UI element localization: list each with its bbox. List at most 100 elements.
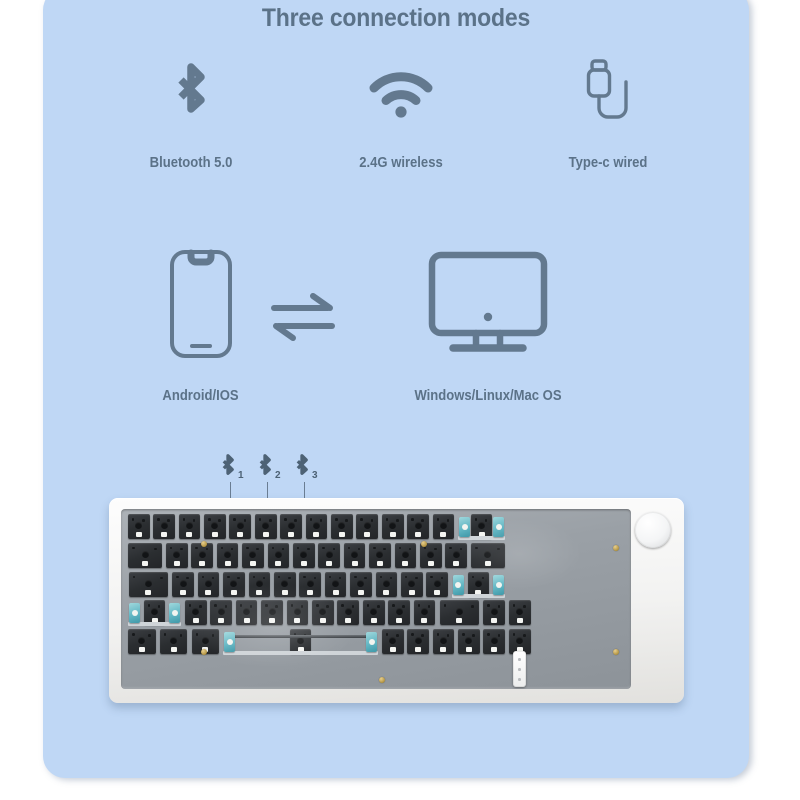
switch-socket <box>483 600 506 626</box>
switch-socket <box>375 571 398 597</box>
switch-socket <box>210 600 233 626</box>
switch-socket <box>419 542 442 568</box>
wifi-icon <box>301 50 501 138</box>
switch-socket <box>248 571 271 597</box>
bluetooth-channel-3: 3 <box>293 448 337 482</box>
switch-socket <box>273 571 296 597</box>
stabilizer-base <box>223 651 378 656</box>
switch-socket <box>394 542 417 568</box>
stabilizer <box>452 574 464 595</box>
switch-socket <box>445 542 468 568</box>
stabilizer <box>493 517 504 537</box>
switch-socket <box>128 571 168 597</box>
switch-socket <box>350 571 372 597</box>
switch-socket <box>184 600 207 626</box>
bluetooth-channel-2: 2 <box>256 448 300 482</box>
bluetooth-channel-1: 1 <box>219 448 263 482</box>
bluetooth-icon <box>259 454 271 475</box>
connection-mode-bluetooth: Bluetooth 5.0 <box>91 50 291 200</box>
switch-socket <box>318 542 341 568</box>
switch-socket <box>432 629 455 655</box>
switch-socket <box>483 629 506 655</box>
switch-socket <box>159 629 188 655</box>
stabilizer <box>493 574 504 595</box>
device-mobile: Android/IOS <box>93 236 308 426</box>
supported-devices-row: Android/IOS Windows/Linux/Mac OS <box>43 236 749 426</box>
switch-socket <box>305 514 328 539</box>
switch-socket <box>388 600 410 626</box>
switch-socket <box>254 514 277 539</box>
exchange-arrows-icon <box>268 288 338 348</box>
stabilizer-wire <box>231 635 370 639</box>
rotary-knob[interactable] <box>635 512 671 548</box>
keyboard-switch-plate <box>121 509 631 689</box>
switch-socket <box>216 542 239 568</box>
channel-number: 3 <box>312 470 318 481</box>
switch-socket <box>229 514 252 539</box>
page-title: Three connection modes <box>261 4 531 32</box>
product-card: Three connection modes Bluetooth 5.0 <box>43 0 749 778</box>
switch-socket <box>128 542 162 568</box>
connection-mode-wifi: 2.4G wireless <box>301 50 501 200</box>
stabilizer-base <box>451 593 505 598</box>
channel-number: 2 <box>275 470 281 481</box>
switch-socket <box>439 600 479 626</box>
switch-socket <box>470 514 493 539</box>
connection-mode-label: 2.4G wireless <box>359 155 443 171</box>
switch-socket <box>337 600 360 626</box>
switch-socket <box>407 629 429 655</box>
switch-socket <box>426 571 449 597</box>
switch-socket <box>165 542 188 568</box>
plate-screw <box>201 541 207 547</box>
switch-socket <box>178 514 201 539</box>
bluetooth-icon <box>91 50 291 138</box>
stabilizer-base <box>128 622 182 627</box>
plate-screw <box>379 677 385 683</box>
switch-socket <box>197 571 220 597</box>
connection-mode-typec: Type-c wired <box>508 50 708 200</box>
switch-socket <box>235 600 258 626</box>
smartphone-icon <box>93 236 308 371</box>
switch-socket <box>467 571 490 597</box>
switch-socket <box>143 600 166 626</box>
switch-socket <box>343 542 366 568</box>
switch-socket <box>508 600 531 626</box>
switch-socket <box>286 600 309 626</box>
switch-socket <box>413 600 436 626</box>
usb-c-cable-icon <box>508 50 708 138</box>
switch-socket <box>331 514 353 539</box>
switch-socket <box>324 571 347 597</box>
barebone-keyboard-kit <box>109 498 684 703</box>
switch-socket <box>471 542 505 568</box>
switch-socket <box>128 629 156 655</box>
stabilizer <box>129 603 140 624</box>
switch-socket <box>407 514 429 539</box>
switch-socket <box>292 542 315 568</box>
usb-receiver-slot[interactable] <box>513 651 526 687</box>
switch-socket <box>381 629 404 655</box>
switch-socket <box>242 542 264 568</box>
switch-socket <box>432 514 455 539</box>
channel-number: 1 <box>238 470 244 481</box>
bluetooth-icon <box>222 454 234 475</box>
switch-socket <box>356 514 379 539</box>
switch-socket <box>127 514 150 539</box>
monitor-icon <box>353 236 623 371</box>
connection-modes-row: Bluetooth 5.0 2.4G wireless <box>43 50 749 200</box>
device-desktop: Windows/Linux/Mac OS <box>353 236 623 426</box>
switch-socket <box>508 629 531 655</box>
device-label: Windows/Linux/Mac OS <box>414 388 562 404</box>
switch-socket <box>153 514 175 539</box>
plate-screw <box>613 545 619 551</box>
switch-socket <box>172 571 194 597</box>
device-label: Android/IOS <box>162 388 239 404</box>
switch-socket <box>362 600 385 626</box>
switch-socket <box>458 629 480 655</box>
stabilizer <box>366 632 377 653</box>
stabilizer <box>224 632 236 653</box>
switch-socket <box>280 514 302 539</box>
plate-screw <box>613 649 619 655</box>
connection-mode-label: Type-c wired <box>568 155 648 171</box>
stabilizer <box>459 517 471 537</box>
stabilizer <box>169 603 181 624</box>
